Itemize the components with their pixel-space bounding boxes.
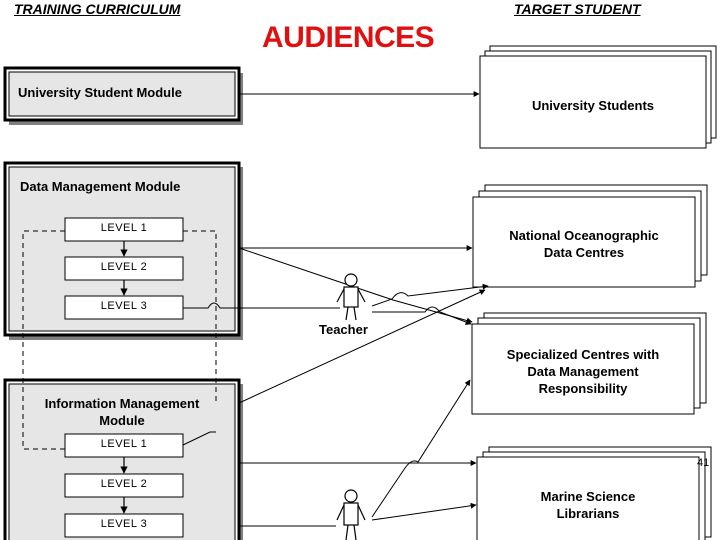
target-student-heading: TARGET STUDENT bbox=[514, 1, 641, 17]
teacher-label: Teacher bbox=[319, 322, 368, 337]
information-management-module-label: Information Management Module bbox=[12, 395, 232, 429]
im-level-1: LEVEL 1 bbox=[100, 438, 148, 450]
target-university-students bbox=[479, 45, 717, 149]
training-curriculum-heading: TRAINING CURRICULUM bbox=[14, 1, 181, 17]
nodc-line2: Data Centres bbox=[543, 245, 625, 260]
dm-level-boxes bbox=[64, 217, 184, 320]
page-title: AUDIENCES bbox=[262, 21, 435, 54]
specialized-centres-label: Specialized Centres with Data Management… bbox=[472, 346, 694, 397]
dm-level-3: LEVEL 3 bbox=[100, 300, 148, 312]
teacher-figure-icon bbox=[336, 273, 366, 321]
im-level-2: LEVEL 2 bbox=[100, 478, 148, 490]
dashed-loop bbox=[22, 230, 217, 450]
university-student-module bbox=[3, 66, 243, 125]
im-label-line1: Information Management bbox=[44, 396, 200, 411]
dm-level-2: LEVEL 2 bbox=[100, 261, 148, 273]
dm-level-1: LEVEL 1 bbox=[100, 222, 148, 234]
university-module-label: University Student Module bbox=[18, 85, 182, 100]
im-label-line2: Module bbox=[99, 413, 145, 428]
specialized-line3: Responsibility bbox=[538, 381, 628, 396]
data-management-module-label: Data Management Module bbox=[20, 179, 181, 194]
nodc-label: National Oceanographic Data Centres bbox=[473, 227, 695, 261]
university-students-label: University Students bbox=[531, 98, 655, 113]
target-librarians bbox=[476, 446, 712, 540]
target-specialized bbox=[471, 312, 707, 415]
page-number: 41 bbox=[697, 457, 710, 469]
target-nodc bbox=[472, 184, 708, 288]
student-figure-icon bbox=[336, 489, 366, 540]
connectors bbox=[182, 91, 489, 527]
specialized-line1: Specialized Centres with bbox=[506, 347, 660, 362]
librarians-line1: Marine Science bbox=[540, 489, 636, 504]
librarians-line2: Librarians bbox=[556, 506, 620, 521]
nodc-line1: National Oceanographic bbox=[509, 228, 659, 243]
im-level-3: LEVEL 3 bbox=[100, 518, 148, 530]
librarians-label: Marine Science Librarians bbox=[477, 488, 699, 522]
specialized-line2: Data Management bbox=[527, 364, 639, 379]
